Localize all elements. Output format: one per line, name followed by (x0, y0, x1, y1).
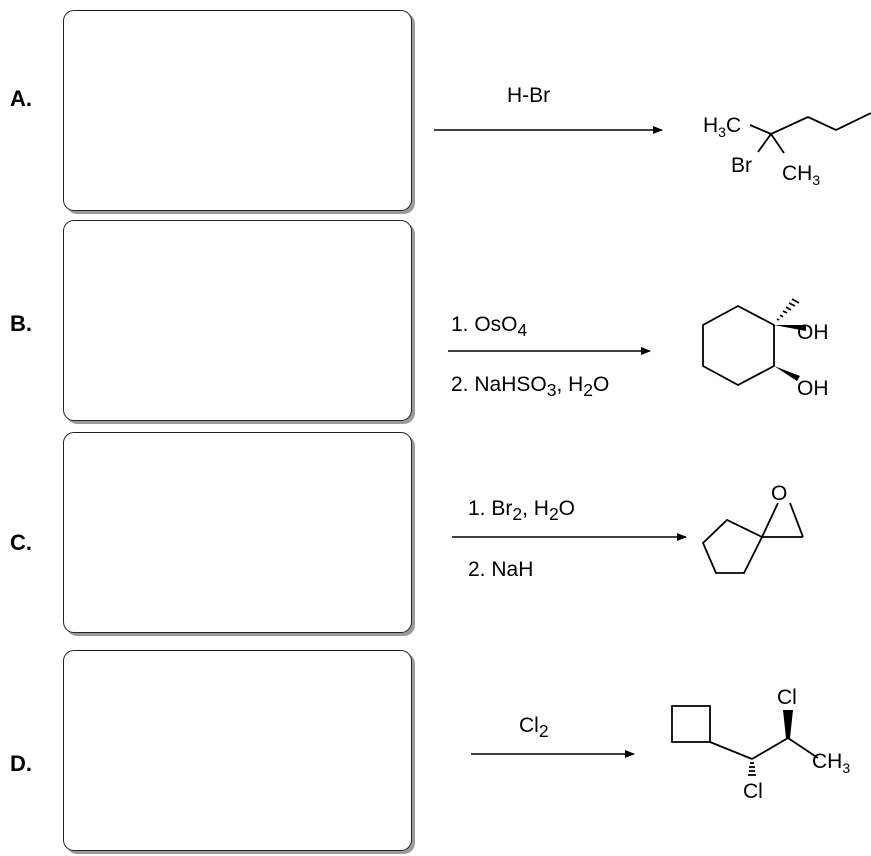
product-d-wedge-cl (783, 710, 793, 738)
reagent-d-sub: 2 (538, 721, 549, 742)
answer-box-d[interactable] (63, 650, 412, 851)
product-a-ch3: CH3 (782, 162, 820, 188)
reagent-c-step1-pre: 1. Br (468, 497, 513, 520)
reagent-c-step2: 2. NaH (468, 558, 534, 581)
product-d-cl-bottom: Cl (743, 780, 763, 803)
product-d-ch3: CH3 (812, 750, 850, 776)
reagent-b-step2-pre: 2. NaHSO (451, 373, 547, 396)
reagent-b-step2: 2. NaHSO3, H2O (451, 373, 609, 401)
reagent-c-step1: 1. Br2, H2O (468, 497, 575, 525)
product-b-wedge-oh2 (774, 366, 800, 381)
product-b-oh2: OH (797, 377, 829, 400)
product-a-h3c: H3C (703, 114, 741, 140)
reagent-d-text: Cl (519, 714, 539, 737)
row-label-a: A. (10, 86, 32, 111)
product-a (749, 112, 871, 154)
product-a-br: Br (731, 154, 752, 177)
reagent-c-step1-sub1: 2 (512, 504, 523, 525)
row-label-c: C. (10, 530, 32, 555)
product-d-cl-top: Cl (777, 686, 797, 709)
reagent-b-step2-post: O (593, 373, 610, 396)
answer-box-a[interactable] (63, 10, 412, 211)
product-c-o: O (771, 482, 787, 505)
reagent-b-step2-sub1: 3 (546, 380, 557, 401)
reagent-b-step1-sub: 4 (517, 320, 528, 341)
product-c (701, 502, 804, 574)
row-label-b: B. (10, 311, 32, 336)
reagent-a-hbr: H-Br (507, 84, 551, 107)
row-label-d: D. (10, 751, 32, 776)
reagent-c-step1-sub2: 2 (548, 504, 559, 525)
product-b-wedge-oh1 (774, 325, 806, 331)
reagent-c-step1-mid: , H (522, 497, 549, 520)
answer-box-b[interactable] (63, 220, 412, 421)
product-b-oh1: OH (797, 321, 829, 344)
reagent-b-step1: 1. OsO4 (451, 313, 527, 341)
reagent-b-step2-mid: , H (556, 373, 584, 396)
answer-box-c[interactable] (63, 432, 412, 633)
reagent-d-cl2: Cl2 (519, 714, 549, 742)
reagent-b-step1-text: 1. OsO (451, 313, 518, 336)
product-d (671, 705, 819, 776)
reagent-c-step1-post: O (558, 497, 576, 520)
reagent-b-step2-sub2: 2 (583, 380, 594, 401)
